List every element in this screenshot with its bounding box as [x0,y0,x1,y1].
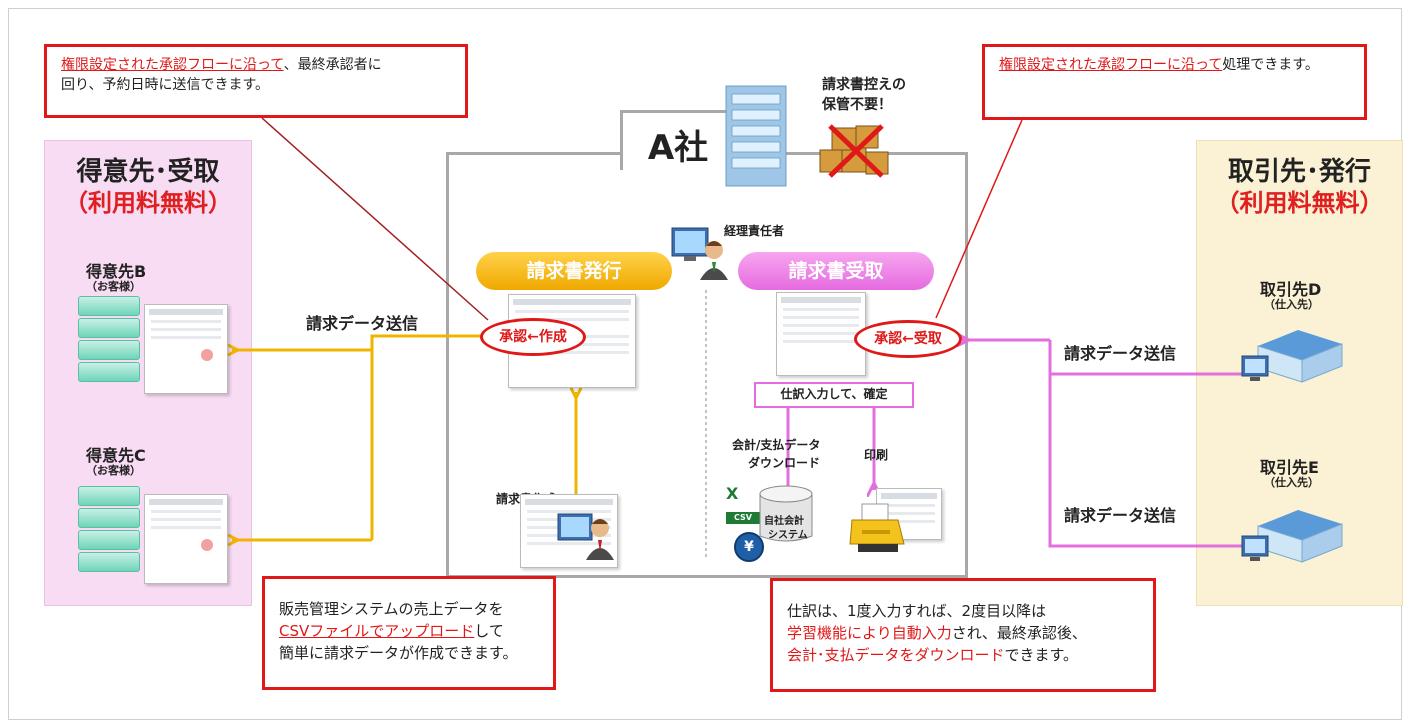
callout-bottom-left-rest: して [474,621,504,640]
customer-b-server-docs [78,296,228,394]
invoice-receive-pill: 請求書受取 [738,252,934,290]
database-icon [759,485,813,542]
company-name: A社 [647,128,709,168]
system-label-line1: 自社会計 [764,516,804,527]
office-building-icon [725,85,787,187]
storage-note-line2: 保管不要！ [822,97,892,113]
download-label-line1: 会計/支払データ [732,438,821,452]
download-label-line2: ダウンロード [748,456,821,470]
storage-note-line1: 請求書控えの [822,77,906,93]
send-data-label-right-1: 請求データ送信 [1064,344,1177,363]
callout-top-left-highlight: 権限設定された承認フローに沿って [61,57,284,73]
callout-bottom-right: 仕訳は、1度入力すれば、2度目以降は 学習機能により自動入力され、最終承認後、 … [770,578,1156,692]
print-label: 印刷 [864,448,889,462]
customer-c-server-docs [78,486,228,584]
callout-top-left-line2: 回り、予約日時に送信できます。 [61,77,270,94]
printer-icon [849,503,905,552]
customer-b-name: 得意先B [86,262,147,281]
supplier-d-name: 取引先D [1260,280,1322,299]
callout-top-right-rest: 処理できます。 [1222,57,1319,73]
callout-top-left-rest: 、最終承認者に [283,57,382,73]
accounting-manager-icon [671,227,728,280]
customer-c-name: 得意先C [86,446,146,465]
yen-coin-icon: ¥ [734,532,764,562]
system-label-line2: システム [768,530,808,541]
archive-boxes-crossed-icon [819,124,889,178]
callout-bottom-left-highlight: CSVファイルでアップロード [279,621,475,640]
receive-screen-mock [776,292,866,376]
callout-bottom-left-line1: 販売管理システムの売上データを [279,600,504,618]
supplier-e-office-icon [1241,510,1343,563]
approve-receive-badge: 承認←受取 [854,320,962,358]
approve-create-badge: 承認←作成 [480,318,586,356]
manager-label: 経理責任者 [724,224,785,238]
tab-joint [623,165,733,173]
supplier-panel-subtitle: （利用料無料） [1215,189,1384,217]
callout-bottom-left: 販売管理システムの売上データを CSVファイルでアップロードして 簡単に請求デー… [262,576,556,690]
callout-bottom-right-rest2: され、最終承認後、 [951,623,1087,642]
invoice-creator-person-icon [557,513,614,560]
supplier-e-note: （仕入先） [1264,476,1319,489]
supplier-d-office-icon [1241,330,1343,383]
send-data-label-left: 請求データ送信 [306,314,419,333]
csv-icon: CSV [726,512,760,524]
supplier-e-name: 取引先E [1260,458,1319,477]
callout-top-right: 権限設定された承認フローに沿って処理できます。 [982,44,1367,120]
callout-bottom-right-rest3: できます。 [1004,645,1079,664]
callout-top-right-highlight: 権限設定された承認フローに沿って [999,57,1223,73]
callout-bottom-right-line1: 仕訳は、1度入力すれば、2度目以降は [787,602,1047,620]
callout-top-left: 権限設定された承認フローに沿って、最終承認者に 回り、予約日時に送信できます。 [44,44,468,118]
invoice-issue-pill: 請求書発行 [476,252,672,290]
supplier-panel-title: 取引先･発行 [1227,157,1371,187]
callout-bottom-left-line3: 簡単に請求データが作成できます。 [279,643,518,662]
company-tab [620,110,736,170]
callout-bottom-right-highlight3: 会計･支払データをダウンロード [787,645,1005,664]
excel-icon: X [726,484,739,503]
supplier-d-note: （仕入先） [1264,298,1319,311]
callout-bottom-right-highlight2: 学習機能により自動入力 [787,623,952,642]
customer-panel-title: 得意先･受取 [76,157,220,187]
customer-panel-subtitle: （利用料無料） [64,189,232,217]
journal-entry-box: 仕訳入力して、確定 [754,382,914,408]
send-data-label-right-2: 請求データ送信 [1064,506,1177,525]
customer-c-note: （お客様） [86,464,141,477]
customer-b-note: （お客様） [86,280,141,293]
